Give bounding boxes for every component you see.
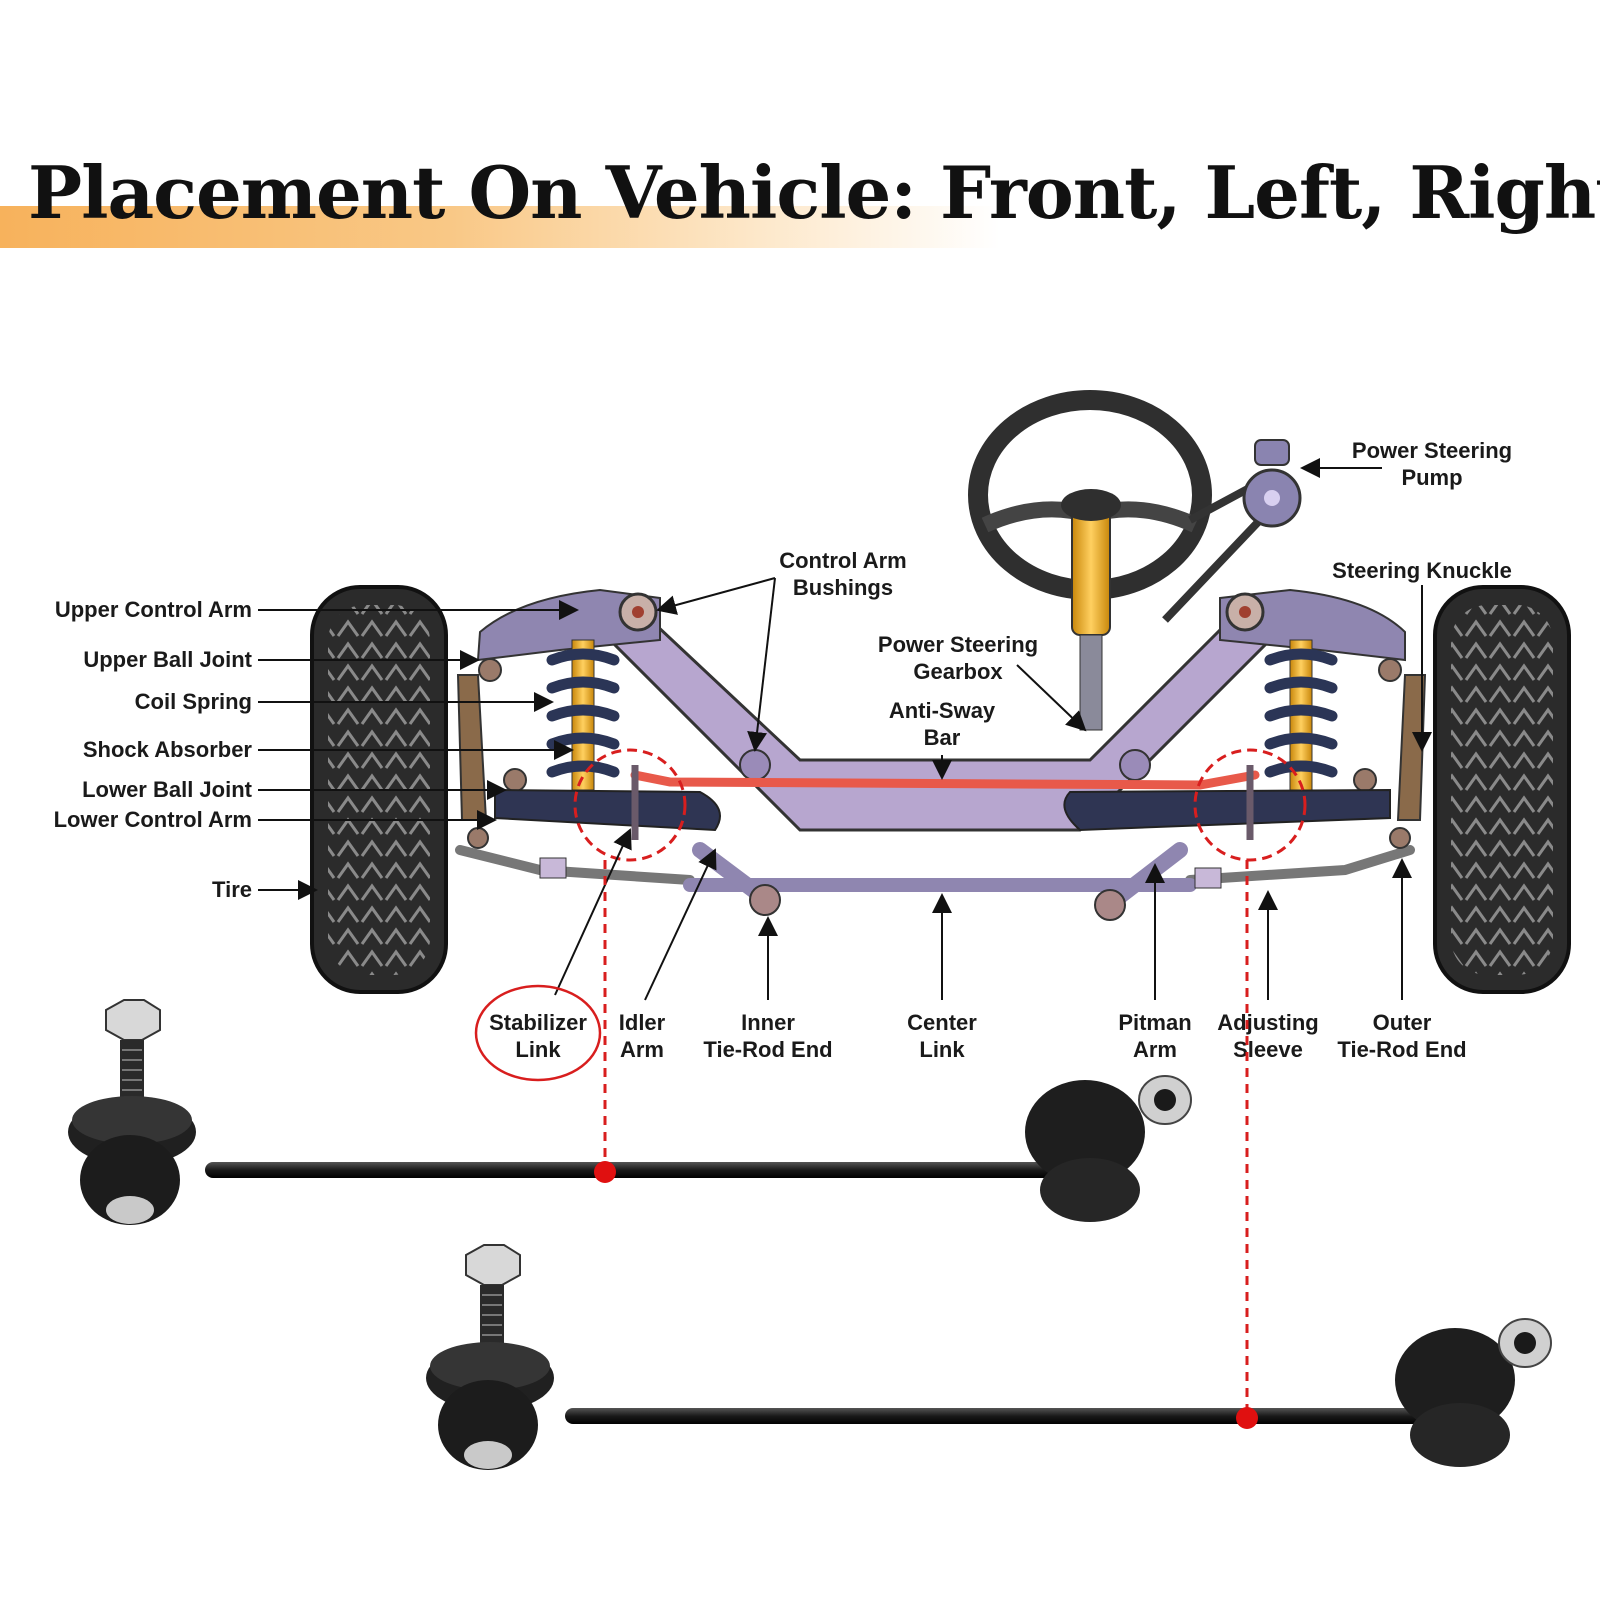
label-control-arm-bushings-2: Bushings [793,575,893,600]
label-outer-tie-rod-end-2: Tie-Rod End [1337,1037,1466,1062]
frame-mount-left [739,749,771,781]
left-stabilizer-highlight [573,748,687,862]
label-stabilizer-link-2: Link [515,1037,561,1062]
left-adjusting-sleeve [539,857,567,879]
steering-hub [1061,489,1121,521]
label-center-link-1: Center [907,1010,977,1035]
left-tie-rod [455,845,695,885]
left-lower-ball-joint [503,768,527,792]
top-callout-arrows [656,458,1432,780]
label-coil-spring: Coil Spring [135,689,252,714]
right-tie-rod [1185,845,1415,885]
label-tire: Tire [212,877,252,902]
label-idler-arm-1: Idler [619,1010,666,1035]
right-upper-ball-joint [1378,658,1402,682]
label-power-steering-pump-1: Power Steering [1352,438,1512,463]
left-callout-arrows [258,600,579,900]
pitman-arm-joint [1094,889,1126,921]
right-adjusting-sleeve [1194,867,1222,889]
label-anti-sway-bar-1: Anti-Sway [889,698,996,723]
left-upper-control-arm [476,588,661,662]
label-center-link-2: Link [919,1037,965,1062]
page-title: Placement On Vehicle: Front, Left, Right [28,150,1600,235]
label-power-steering-gearbox-2: Gearbox [913,659,1003,684]
label-pitman-arm-2: Arm [1133,1037,1177,1062]
title-highlight-band [0,206,1000,248]
right-upper-control-arm [1219,588,1406,662]
right-coil-spring [1264,648,1338,778]
label-upper-ball-joint: Upper Ball Joint [83,647,252,672]
right-stabilizer-highlight [1193,748,1307,862]
label-pitman-arm-1: Pitman [1118,1010,1191,1035]
label-inner-tie-rod-end-1: Inner [741,1010,795,1035]
left-steering-knuckle [456,674,488,821]
label-lower-ball-joint: Lower Ball Joint [82,777,253,802]
right-lower-ball-joint [1353,768,1377,792]
right-steering-knuckle [1396,674,1427,821]
frame-mount-right [1119,749,1151,781]
power-steering-gearbox [1079,634,1103,731]
placement-dot-2 [1236,1407,1258,1429]
anti-sway-bar [630,770,1260,790]
label-upper-control-arm: Upper Control Arm [55,597,252,622]
left-outer-tie-rod-end [467,827,489,849]
right-tire [1433,585,1571,994]
label-stabilizer-link-1: Stabilizer [489,1010,587,1035]
stabilizer-link-product-1 [68,999,1192,1225]
left-bushing-center [632,606,644,618]
placement-dot-1 [594,1161,616,1183]
label-adjusting-sleeve-1: Adjusting [1217,1010,1318,1035]
label-steering-knuckle: Steering Knuckle [1332,558,1512,583]
left-lower-control-arm [494,788,721,832]
label-control-arm-bushings-1: Control Arm [779,548,907,573]
bottom-callout-arrows [554,828,1412,1001]
right-lower-control-arm [1063,788,1391,832]
stabilizer-link-product-2 [426,1244,1552,1470]
stabilizer-link-label-circle [474,984,602,1082]
right-bushing-center [1239,606,1251,618]
right-outer-tie-rod-end [1389,827,1411,849]
label-shock-absorber: Shock Absorber [83,737,253,762]
label-lower-control-arm: Lower Control Arm [54,807,252,832]
steering-column [1071,504,1111,636]
label-outer-tie-rod-end-1: Outer [1373,1010,1432,1035]
pitman-arm [1107,842,1188,908]
power-steering-pump [1242,439,1302,528]
left-upper-ball-joint [478,658,502,682]
label-anti-sway-bar-2: Bar [924,725,961,750]
label-power-steering-gearbox-1: Power Steering [878,632,1038,657]
label-idler-arm-2: Arm [620,1037,664,1062]
label-adjusting-sleeve-2: Sleeve [1233,1037,1303,1062]
label-inner-tie-rod-end-2: Tie-Rod End [703,1037,832,1062]
inner-tie-rod-end-joint [749,884,781,916]
label-power-steering-pump-2: Pump [1401,465,1462,490]
